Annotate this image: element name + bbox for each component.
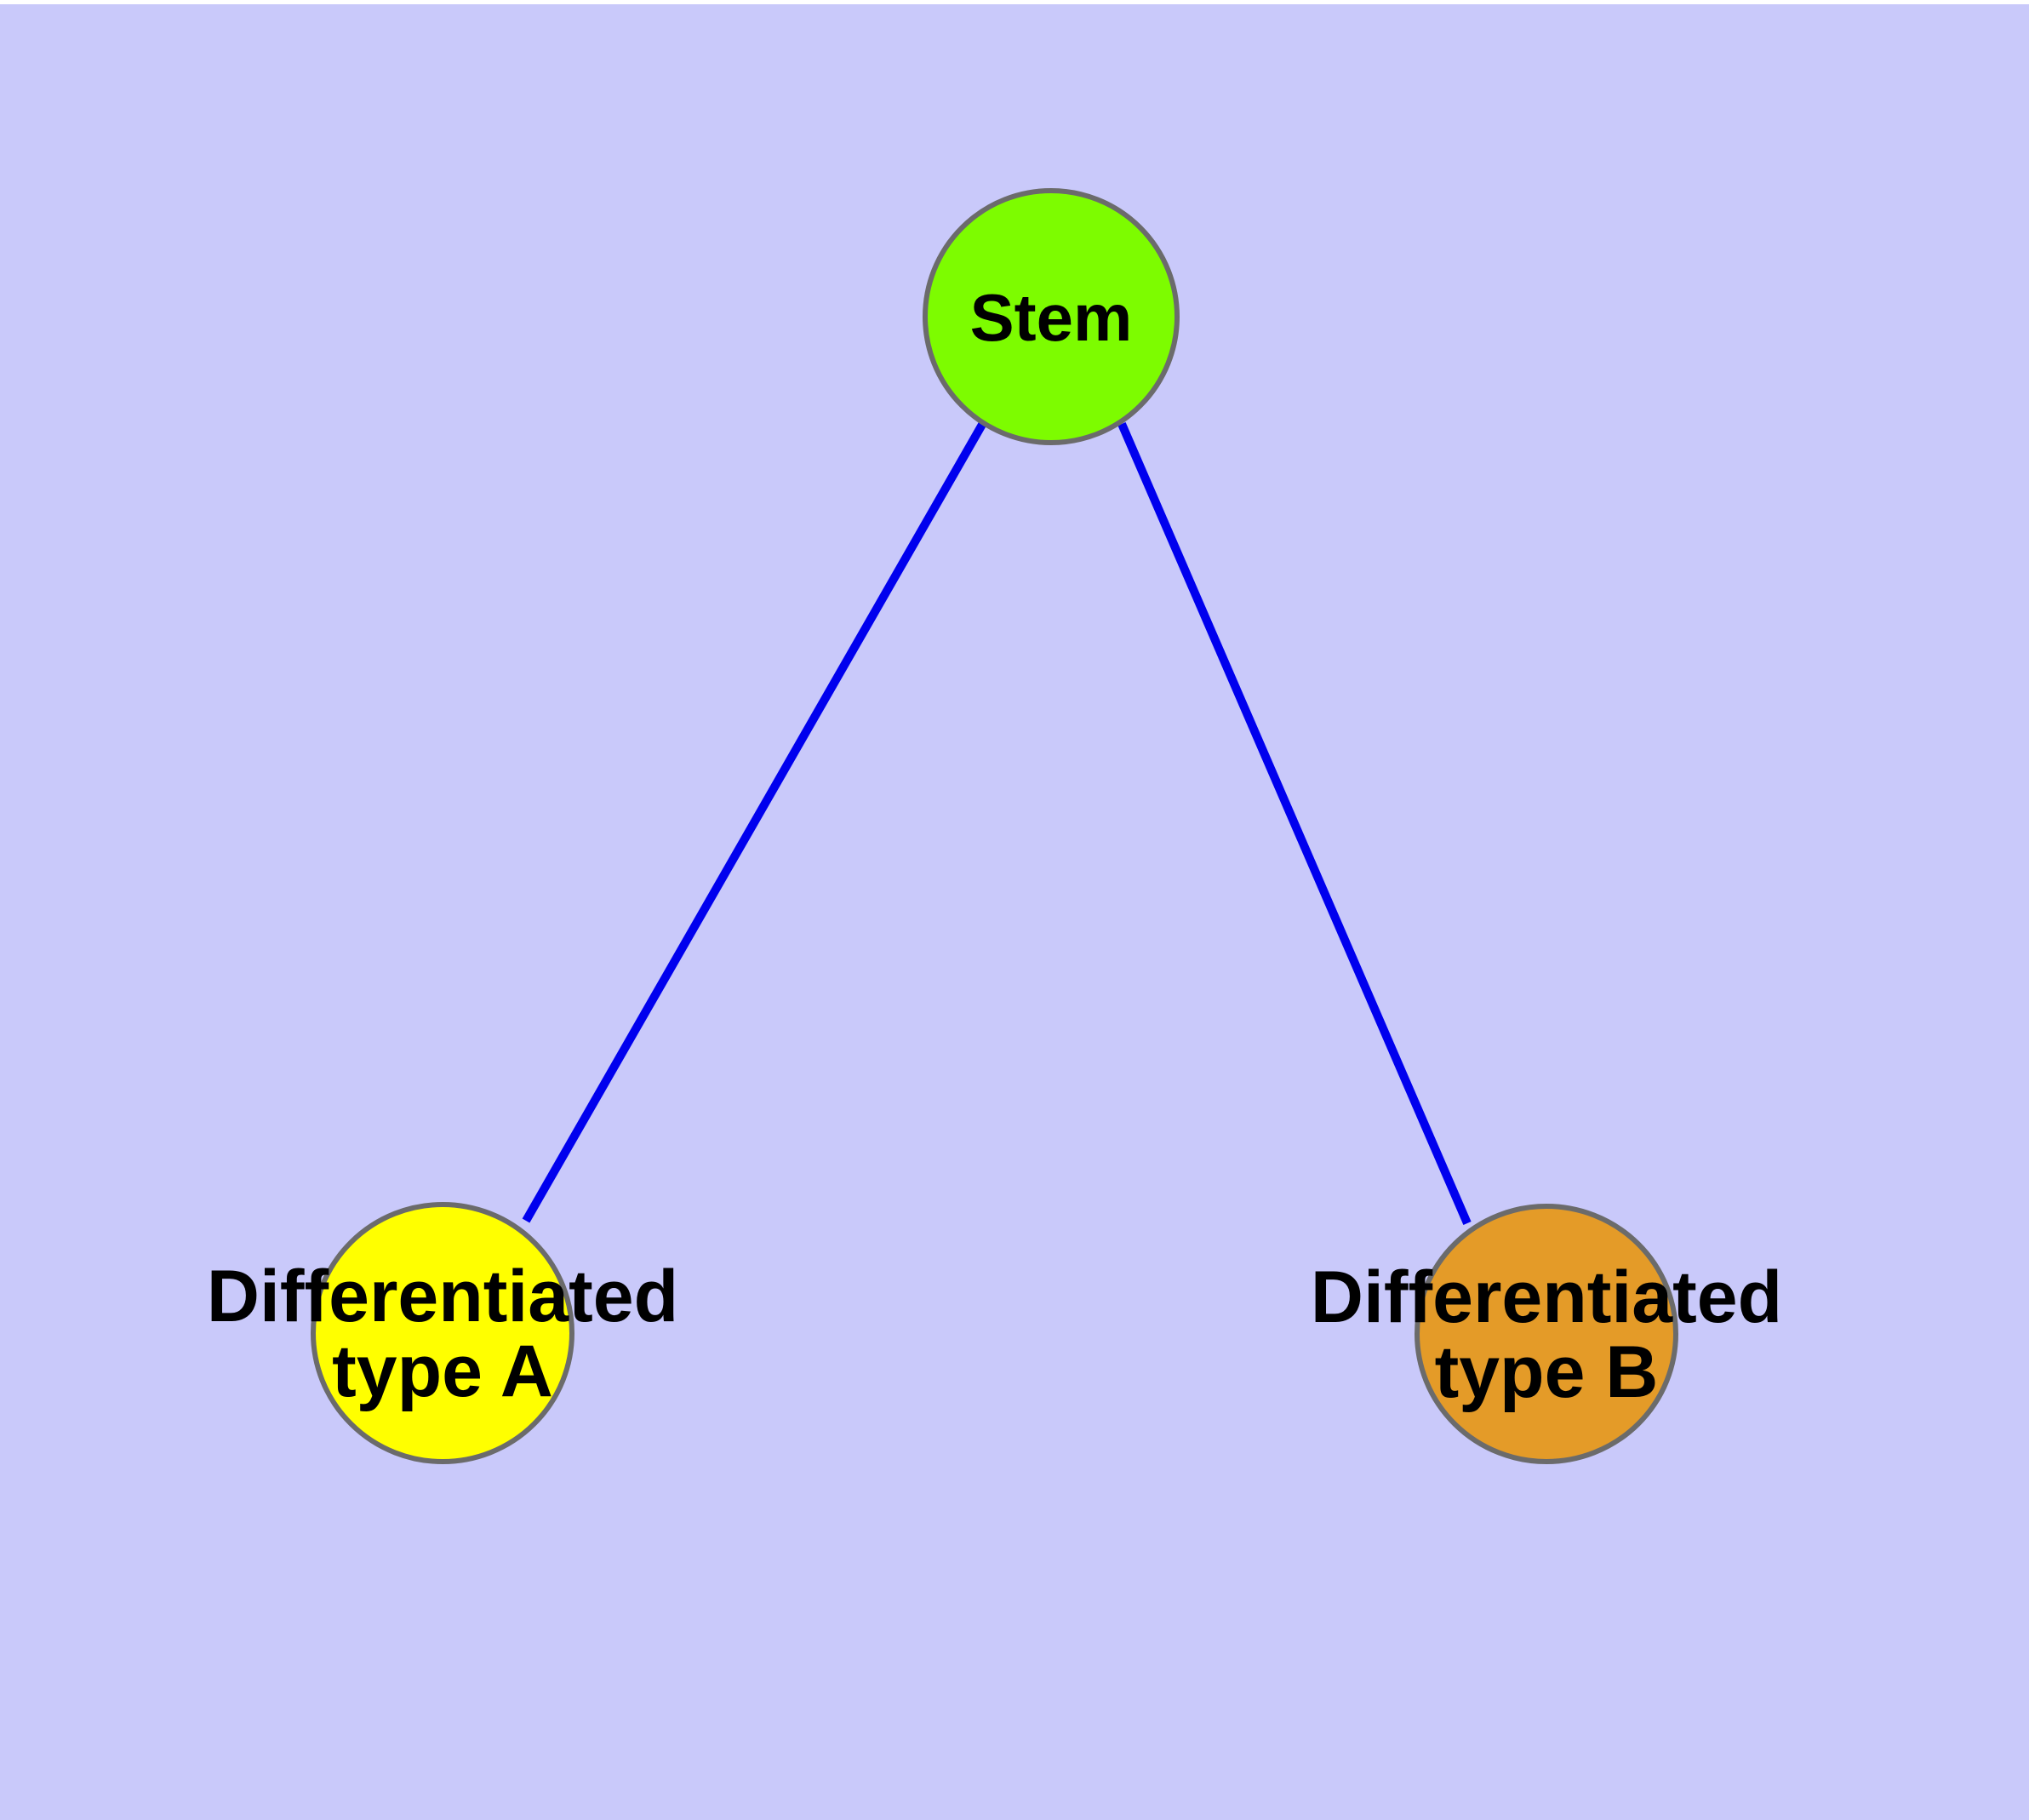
node-differentiated-type-a[interactable] [311, 1202, 574, 1464]
edge-layer [522, 421, 1472, 1225]
edge-stem-to-differentiated-type-b[interactable] [1117, 422, 1472, 1225]
node-differentiated-type-b[interactable] [1415, 1204, 1678, 1464]
edge-stem-to-differentiated-type-a[interactable] [522, 421, 987, 1223]
node-stem[interactable] [923, 188, 1180, 445]
node-layer [311, 188, 1678, 1464]
